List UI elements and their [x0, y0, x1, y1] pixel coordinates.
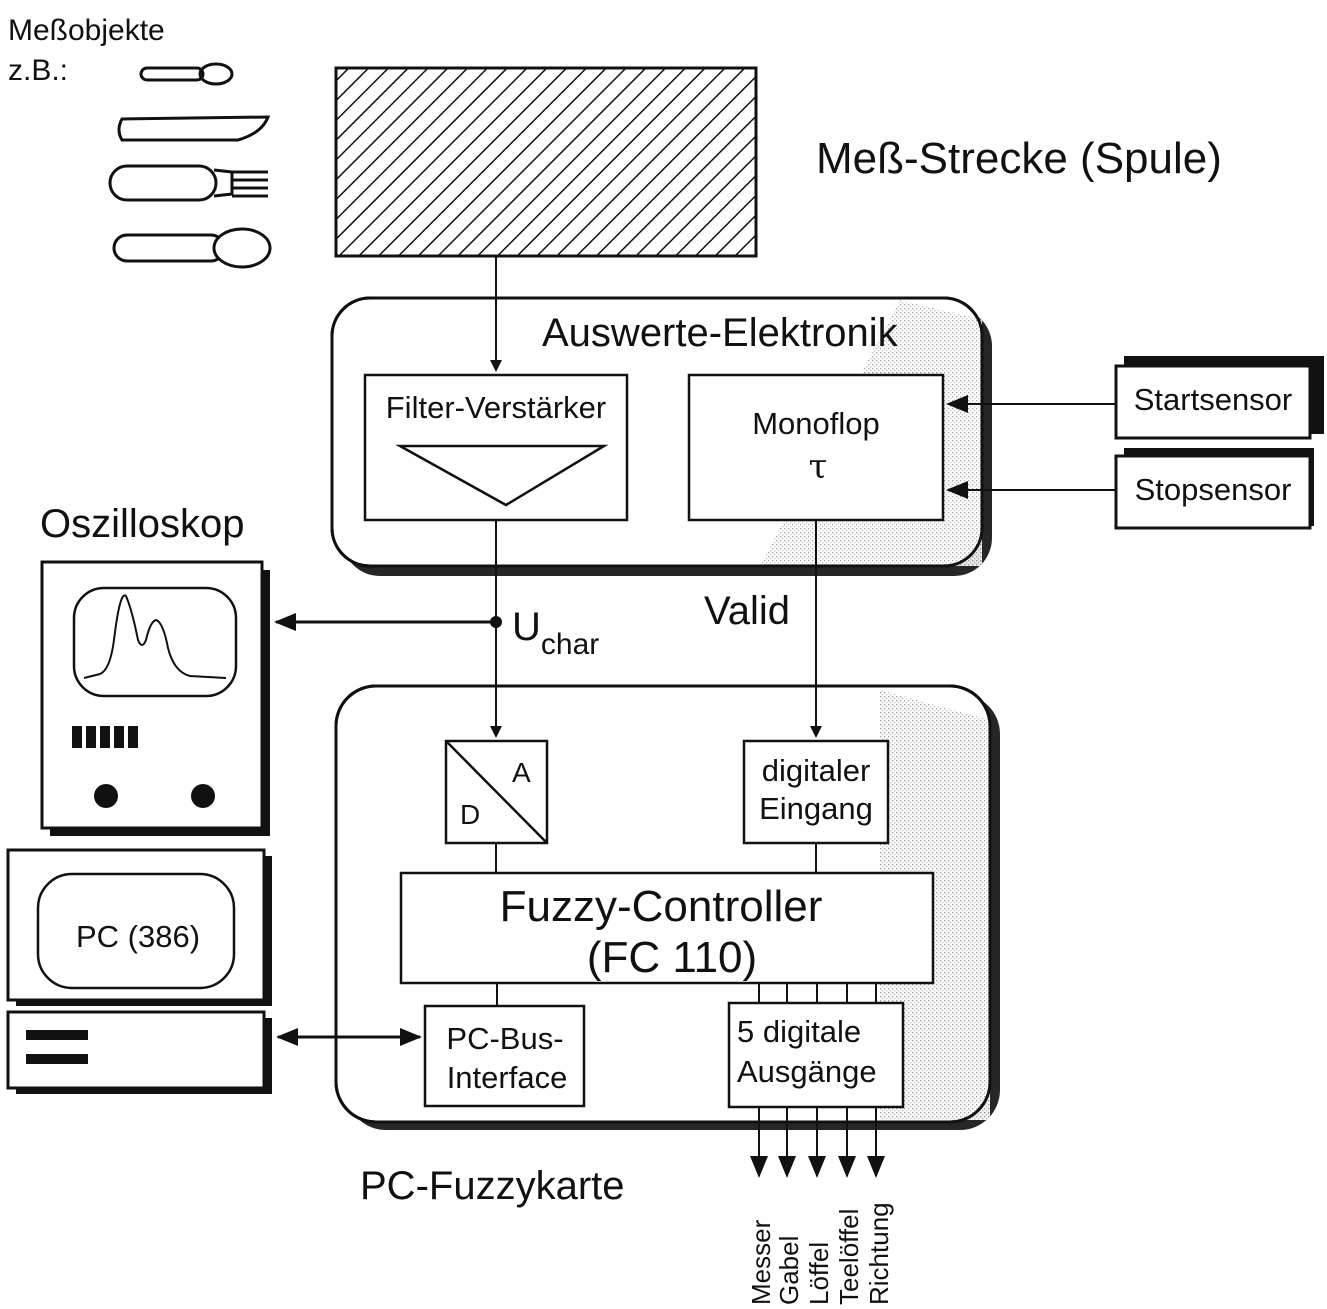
- digital-input-line2: Eingang: [759, 791, 873, 826]
- start-sensor-label: Startsensor: [1134, 382, 1293, 417]
- signal-junction-dot: [490, 616, 502, 628]
- drive-slot-icon: [26, 1054, 88, 1064]
- pc-bus-interface-line1: PC-Bus-: [446, 1021, 563, 1056]
- output-label-messer: Messer: [746, 1219, 776, 1305]
- start-sensor: Startsensor: [1114, 356, 1324, 440]
- knife-icon: [117, 115, 271, 142]
- filter-amplifier-label: Filter-Verstärker: [386, 390, 606, 425]
- pc-fuzzy-card: A D digitaler Eingang Fuzzy-Controller (…: [334, 684, 1000, 1130]
- ad-converter-a: A: [512, 757, 531, 788]
- evaluation-electronics: Auswerte-Elektronik Filter-Verstärker Mo…: [330, 296, 992, 576]
- spoon-icon: [112, 227, 272, 269]
- fuzzy-controller-line1: Fuzzy-Controller: [500, 882, 823, 931]
- pc-bus-interface-box: [423, 1004, 586, 1108]
- ad-converter-d: D: [460, 799, 480, 830]
- drive-slot-icon: [26, 1030, 88, 1040]
- connections: [274, 256, 1116, 1178]
- digital-input-line1: digitaler: [762, 753, 871, 788]
- tau-symbol: τ: [809, 447, 828, 487]
- pc-case: [6, 1010, 266, 1090]
- digital-input-box: [742, 739, 890, 845]
- oscilloscope: Oszilloskop: [40, 502, 270, 836]
- digital-outputs-line2: Ausgänge: [737, 1054, 877, 1089]
- teaspoon-icon: [139, 62, 234, 86]
- output-label-richtung: Richtung: [864, 1202, 894, 1305]
- u-char-label: Uchar: [512, 605, 599, 661]
- valid-label: Valid: [704, 589, 790, 633]
- output-label-teeloeffel: Teelöffel: [834, 1209, 864, 1305]
- pc-bus-interface-line2: Interface: [447, 1060, 568, 1095]
- oscilloscope-label: Oszilloskop: [40, 502, 245, 546]
- coil-label: Meß-Strecke (Spule): [816, 134, 1222, 183]
- pc-386: PC (386): [6, 848, 272, 1094]
- amplifier-symbol-icon: [395, 444, 609, 507]
- monoflop-box: [687, 373, 945, 522]
- pc-screen: [36, 872, 236, 990]
- pc-label: PC (386): [76, 919, 200, 954]
- oscilloscope-buttons-icon: [72, 726, 138, 748]
- measurement-objects: Meßobjekte z.B.:: [8, 14, 272, 269]
- digital-outputs-line1: 5 digitale: [737, 1014, 861, 1049]
- monoflop-label: Monoflop: [752, 406, 880, 441]
- output-label-gabel: Gabel: [774, 1236, 804, 1305]
- stop-sensor-label: Stopsensor: [1135, 472, 1292, 507]
- pc-fuzzy-card-label: PC-Fuzzykarte: [360, 1164, 625, 1208]
- measurement-coil: [334, 66, 758, 258]
- fork-icon: [108, 164, 268, 202]
- objects-label-line2: z.B.:: [8, 54, 68, 87]
- fuzzy-controller-line2: (FC 110): [587, 933, 757, 982]
- stop-sensor: Stopsensor: [1114, 448, 1314, 530]
- objects-label-line1: Meßobjekte: [8, 14, 165, 47]
- output-label-loeffel: Löffel: [804, 1242, 834, 1305]
- evaluation-title: Auswerte-Elektronik: [542, 311, 899, 355]
- oscilloscope-knob-left-icon: [94, 784, 118, 808]
- output-labels: Messer Gabel Löffel Teelöffel Richtung: [746, 1202, 894, 1305]
- oscilloscope-knob-right-icon: [191, 784, 215, 808]
- oscilloscope-screen: [72, 586, 238, 698]
- filter-amplifier-box: [363, 373, 629, 522]
- fuzzy-controller-box: [399, 871, 935, 985]
- waveform-icon: [83, 594, 227, 679]
